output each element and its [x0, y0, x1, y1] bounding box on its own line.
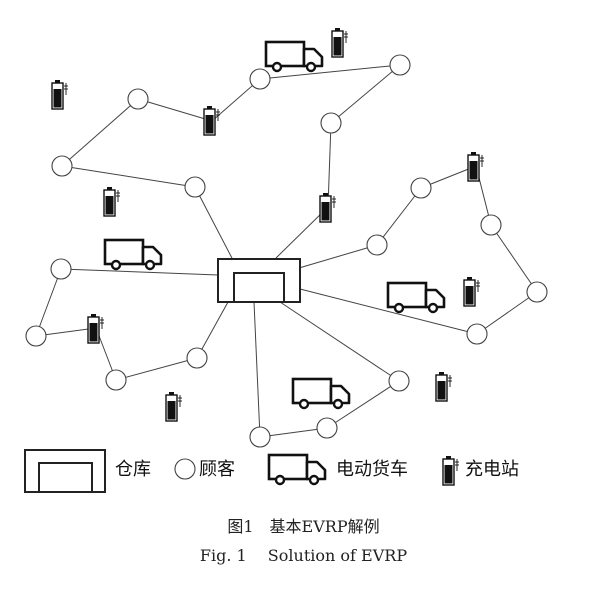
charging-station-icon: [103, 186, 121, 217]
edge: [194, 186, 235, 263]
legend-customer-icon: [174, 458, 196, 480]
truck-icon: [264, 40, 324, 73]
edge: [298, 244, 378, 269]
customer-node: [184, 176, 206, 198]
edge: [211, 78, 261, 122]
caption-chinese: 图1 基本EVRP解例: [227, 517, 380, 536]
edge: [490, 224, 538, 293]
charging-station-icon: [319, 192, 337, 223]
customer-node: [320, 112, 342, 134]
caption-english: Fig. 1 Solution of EVRP: [199, 546, 408, 565]
charging-station-icon: [467, 151, 485, 182]
edge: [330, 64, 401, 124]
customers: [25, 54, 548, 448]
depot: [217, 258, 301, 303]
edge: [476, 291, 538, 335]
charging-station-icon: [331, 27, 349, 58]
edge: [253, 301, 261, 438]
legend-truck-label: 电动货车: [336, 459, 408, 480]
customer-node: [388, 370, 410, 392]
legend-depot-label: 仓库: [115, 459, 151, 480]
truck-icon: [291, 377, 351, 410]
customer-node: [51, 155, 73, 177]
customer-node: [366, 234, 388, 256]
evrp-diagram: 仓库 顾客 电动货车 充电站: [24, 27, 548, 493]
legend-depot-icon: [24, 449, 106, 493]
charging-station-icon: [463, 276, 481, 307]
edge: [376, 187, 422, 246]
truck-icon: [386, 281, 446, 314]
customer-node: [316, 417, 338, 439]
customer-node: [410, 177, 432, 199]
legend-charging-station-icon: [442, 455, 460, 486]
customer-node: [50, 258, 72, 280]
edge: [259, 64, 401, 80]
edge: [299, 288, 478, 335]
edge: [279, 301, 400, 382]
customer-node: [105, 369, 127, 391]
charging-station-icon: [435, 371, 453, 402]
customer-node: [25, 325, 47, 347]
customer-node: [249, 68, 271, 90]
charging-station-icon: [51, 79, 69, 110]
charging-station-icon: [203, 105, 221, 136]
edge: [115, 357, 198, 381]
trucks: [103, 40, 446, 410]
edge: [61, 98, 139, 167]
truck-icon: [103, 238, 163, 271]
charging-station-icon: [87, 313, 105, 344]
edge: [196, 301, 229, 359]
charging-stations: [51, 27, 485, 422]
customer-node: [480, 214, 502, 236]
legend-station-label: 充电站: [465, 459, 519, 480]
customer-node: [389, 54, 411, 76]
customer-node: [249, 426, 271, 448]
charging-station-icon: [165, 391, 183, 422]
edge: [60, 268, 219, 276]
legend-customer-label: 顾客: [199, 459, 235, 480]
edge: [326, 380, 400, 429]
customer-node: [466, 323, 488, 345]
edge: [259, 427, 328, 438]
legend: 仓库 顾客 电动货车 充电站: [24, 449, 519, 493]
customer-node: [186, 347, 208, 369]
edge: [61, 165, 196, 188]
customer-node: [526, 281, 548, 303]
legend-truck-icon: [267, 453, 327, 486]
edge: [327, 122, 332, 208]
edge: [137, 98, 213, 122]
edge: [35, 268, 62, 337]
customer-node: [127, 88, 149, 110]
